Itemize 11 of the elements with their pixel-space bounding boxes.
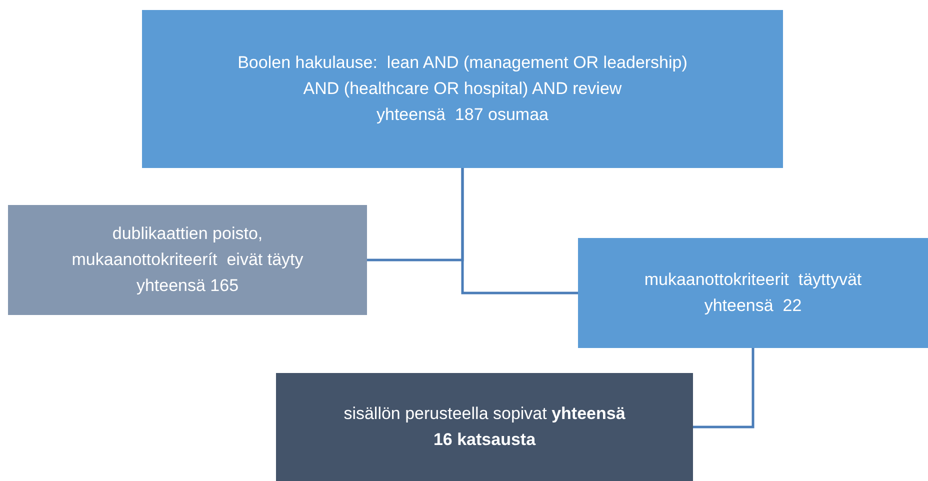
box-text: yhteensä 22 bbox=[704, 295, 802, 317]
process-box bbox=[8, 205, 367, 315]
connector-line bbox=[461, 168, 578, 294]
connector-line bbox=[693, 348, 754, 428]
box-text: yhteensä 165 bbox=[136, 275, 239, 297]
process-box bbox=[578, 238, 928, 348]
box-text: mukaanottokriteerit täyttyvät bbox=[644, 269, 862, 291]
process-box bbox=[276, 373, 693, 481]
box-text: yhteensä 187 osumaa bbox=[376, 104, 548, 126]
box-text: sisällön perusteella sopivat yhteensä 16 katsausta bbox=[342, 403, 626, 451]
process-box bbox=[142, 10, 783, 168]
